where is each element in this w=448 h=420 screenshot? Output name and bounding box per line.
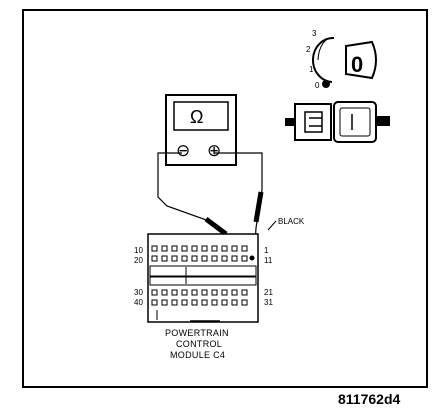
negative-terminal-icon: ⊖: [176, 141, 190, 160]
wire-color-label: BLACK: [278, 217, 305, 226]
module-title-line-3: MODULE C4: [170, 350, 225, 360]
key-position-1: 1: [309, 65, 314, 74]
pcm-connector: [147, 233, 259, 323]
pin-label-1: 1: [264, 246, 269, 255]
diagram-frame: [22, 9, 428, 388]
module-title-line-2: CONTROL: [176, 339, 222, 349]
ohm-symbol: Ω: [190, 107, 203, 127]
pin-label-20: 20: [134, 256, 143, 265]
ohmmeter: Ω ⊖ ⊕: [165, 94, 237, 166]
pin-label-30: 30: [134, 288, 143, 297]
key-position-0: 0: [315, 81, 320, 90]
key-position-3: 3: [312, 29, 317, 38]
key-setting-label: 0: [351, 52, 363, 77]
connector-plug-icon: [285, 101, 390, 143]
pin-label-10: 10: [134, 246, 143, 255]
key-indicator-dot: [322, 80, 330, 88]
pin-label-21: 21: [264, 288, 273, 297]
pin-label-31: 31: [264, 298, 273, 307]
key-position-2: 2: [306, 45, 311, 54]
ignition-key-icon: 3 2 1 0 0: [306, 29, 377, 90]
probe-contact-point: [249, 255, 255, 261]
figure-id: 811762d4: [338, 391, 400, 407]
ohmmeter-display: [173, 101, 229, 131]
pin-label-11: 11: [264, 256, 273, 265]
module-title-line-1: POWERTRAIN: [165, 328, 229, 338]
pin-label-40: 40: [134, 298, 143, 307]
positive-terminal-icon: ⊕: [207, 141, 221, 160]
